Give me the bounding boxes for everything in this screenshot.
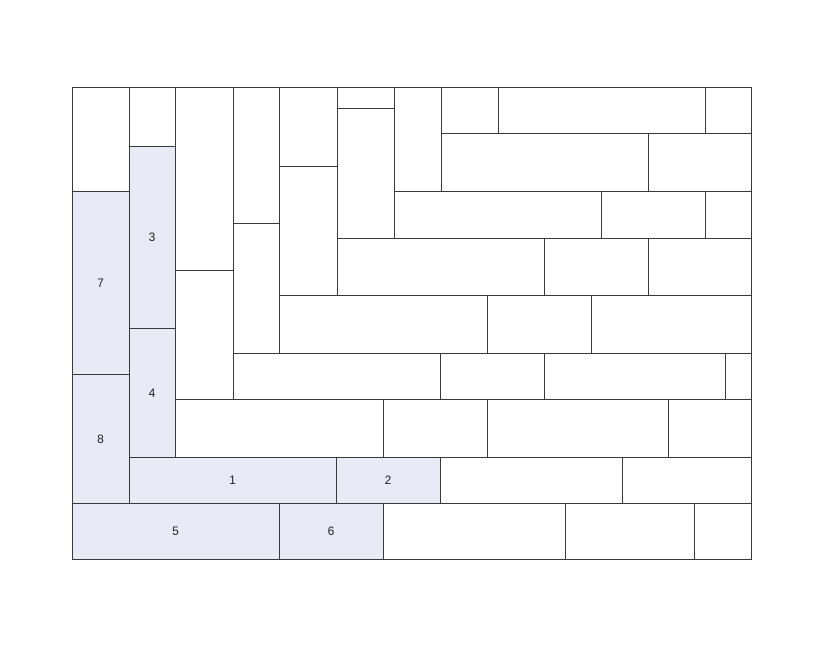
piece-label: 8 [97,431,104,446]
plain-piece [174,86,234,271]
plain-piece [590,294,752,354]
piece-label: 6 [327,524,335,538]
piece-label: 5 [172,524,179,538]
plain-piece [724,352,752,400]
plain-piece [174,269,234,400]
piece-7: 7 [71,190,130,375]
plain-piece [382,502,566,560]
plain-piece [439,456,623,504]
plain-piece [704,86,752,134]
piece-2: 2 [335,456,441,504]
piece-6: 6 [278,502,384,560]
plain-piece [440,132,649,192]
plain-piece [336,86,395,109]
plain-piece [621,456,752,504]
piece-1: 1 [128,456,337,504]
plain-piece [667,398,752,458]
plain-piece [232,86,280,224]
piece-label: 3 [148,230,156,244]
plain-piece [693,502,752,560]
plain-piece [497,86,706,134]
piece-5: 5 [71,502,280,560]
plain-piece [382,398,488,458]
plain-piece [128,86,176,147]
plain-piece [278,86,338,167]
plain-piece [393,190,602,239]
plain-piece [336,107,395,239]
plain-piece [486,398,669,458]
piece-label: 2 [384,473,392,487]
plain-piece [232,222,280,354]
plain-piece [439,352,545,400]
plain-piece [543,237,649,296]
plain-piece [543,352,726,400]
piece-3: 3 [128,145,176,329]
plain-piece [440,86,499,134]
plain-piece [336,237,545,296]
plain-piece [393,86,442,192]
plain-piece [278,294,488,354]
plain-piece [704,190,752,239]
plain-piece [232,352,441,400]
piece-label: 7 [97,275,104,290]
piece-label: 1 [229,473,236,487]
piece-4: 4 [128,327,176,458]
plain-piece [647,237,752,296]
plain-piece [486,294,592,354]
plain-piece [564,502,695,560]
plain-piece [647,132,752,192]
plain-piece [174,398,384,458]
board-frame: 1 2 3 4 5 6 7 8 [71,86,752,560]
piece-label: 4 [148,385,156,400]
plain-piece [278,165,338,296]
piece-8: 8 [71,373,130,504]
plain-piece [71,86,130,192]
plain-piece [600,190,706,239]
